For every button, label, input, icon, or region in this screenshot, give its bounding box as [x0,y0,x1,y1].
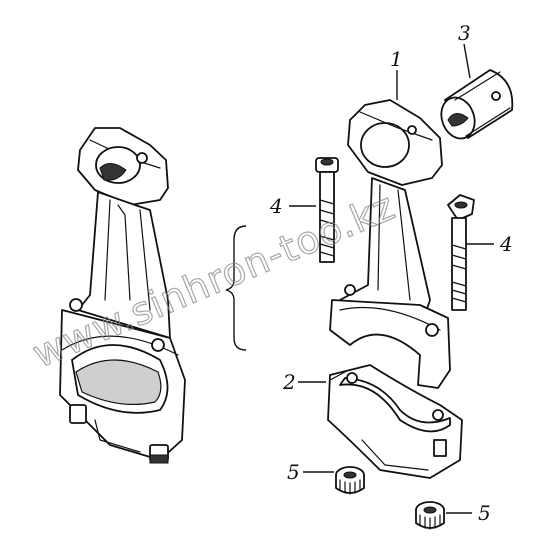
assembled-connecting-rod [59,127,186,464]
leader-lines [289,43,494,514]
callout-1: 1 [390,47,403,71]
callout-3: 3 [458,21,471,45]
callout-4-right: 4 [499,232,513,256]
bearing-cap-part-2 [327,364,463,479]
assembly-brace [225,225,247,351]
callout-5-lower: 5 [478,501,491,525]
bolt-part-4-left [315,157,339,263]
callout-2: 2 [282,370,296,394]
bolt-part-4-right [447,194,475,311]
nut-part-5-lower [415,501,445,530]
callout-5-upper: 5 [287,460,300,484]
connecting-rod-part-1 [329,99,451,389]
nut-part-5-upper [335,466,365,495]
watermark: www.sinhron-too.kz [26,184,401,376]
callout-4-left: 4 [269,194,283,218]
bushing-part-3 [440,69,514,140]
